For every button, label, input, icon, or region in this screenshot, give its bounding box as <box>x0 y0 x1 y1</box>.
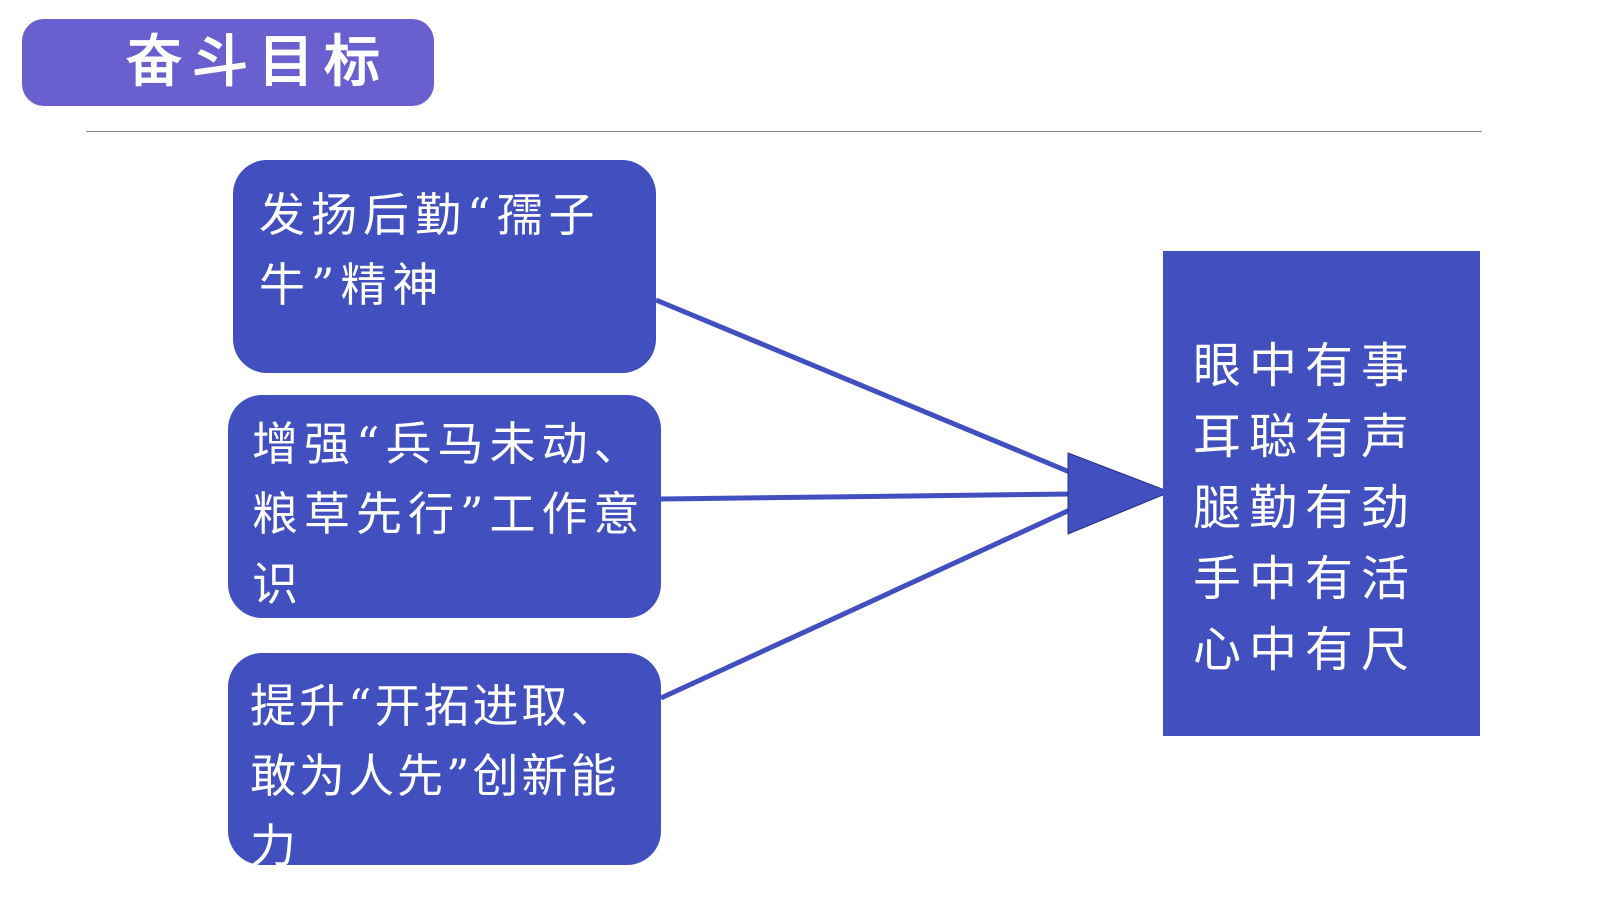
source-text: 发扬后勤“孺子牛”精神 <box>259 188 601 312</box>
goal-line: 腿勤有劲 <box>1193 480 1418 536</box>
arrow-line-2 <box>660 491 1073 502</box>
arrow-line-1 <box>655 297 1073 476</box>
source-box-2: 增强“兵马未动、粮草先行”工作意识 <box>228 395 661 618</box>
source-text: 增强“兵马未动、粮草先行”工作意识 <box>252 417 646 611</box>
title-banner: 奋斗目标 <box>22 19 434 106</box>
arrow-line-3 <box>659 506 1074 701</box>
divider <box>86 131 1482 132</box>
title-text: 奋斗目标 <box>126 29 390 95</box>
source-box-3: 提升“开拓进取、敢为人先”创新能力 <box>228 653 661 865</box>
goal-box: 眼中有事 耳聪有声 腿勤有劲 手中有活 心中有尺 <box>1163 251 1480 736</box>
goal-line: 眼中有事 <box>1193 338 1418 394</box>
source-text: 提升“开拓进取、敢为人先”创新能力 <box>250 679 620 865</box>
source-box-1: 发扬后勤“孺子牛”精神 <box>233 160 656 373</box>
goal-line: 耳聪有声 <box>1193 409 1418 465</box>
goal-line: 手中有活 <box>1193 551 1418 607</box>
arrowhead-icon <box>1067 452 1172 535</box>
goal-line: 心中有尺 <box>1193 622 1418 678</box>
